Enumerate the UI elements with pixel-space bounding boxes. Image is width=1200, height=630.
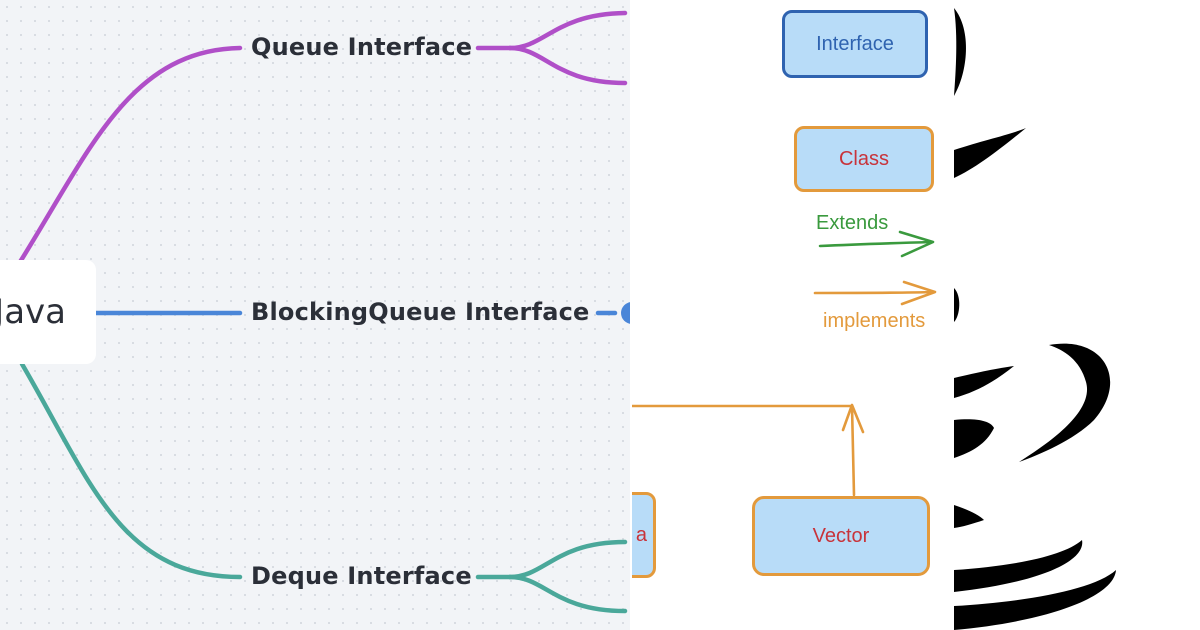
- java-logo-cup-rim: [954, 366, 1014, 398]
- mind-map-root-node[interactable]: Java: [0, 260, 96, 364]
- legend-implements-label: implements: [823, 310, 926, 332]
- vector-class-box: Vector: [752, 496, 930, 576]
- legend-interface-label: Interface: [816, 32, 894, 55]
- queue-branch-line: [17, 45, 243, 265]
- legend-interface-box: Interface: [782, 10, 928, 78]
- java-logo-saucer-upper: [954, 505, 984, 528]
- legend-class-label: Class: [838, 147, 889, 170]
- partial-class-box: a: [632, 492, 656, 578]
- legend-arrows: [632, 230, 937, 497]
- root-node-label: Java: [0, 292, 66, 332]
- java-logo-saucer-lower: [954, 570, 1116, 630]
- blocking-collapse-node[interactable]: [621, 302, 630, 324]
- mind-map-connectors: [17, 10, 630, 614]
- partial-class-label: a: [635, 523, 647, 546]
- mind-map-panel: Java Queue Interface BlockingQueue Inter…: [0, 0, 630, 630]
- deque-branch-line: [19, 361, 243, 580]
- java-logo-flame-swoosh: [954, 128, 1026, 178]
- deque-subbranch-lower: [507, 574, 628, 614]
- extends-arrow-line: [818, 240, 934, 248]
- legend-class-box: Class: [794, 126, 934, 192]
- vector-class-label: Vector: [812, 524, 870, 547]
- deque-subbranch-upper: [507, 539, 628, 580]
- queue-subbranch-lower: [507, 45, 628, 86]
- java-logo-flame-top: [954, 8, 967, 96]
- java-logo-icon: [954, 8, 1116, 630]
- blockingqueue-interface-node[interactable]: BlockingQueue Interface: [251, 298, 590, 326]
- deque-interface-node[interactable]: Deque Interface: [251, 562, 472, 590]
- java-logo-cup-handle: [1019, 343, 1111, 462]
- vector-implements-line: [632, 404, 856, 497]
- legend-extends-label: Extends: [816, 212, 889, 234]
- vector-implements-arrowhead: [841, 403, 865, 434]
- implements-arrow-line: [813, 290, 936, 295]
- java-logo-panel: [954, 0, 1200, 630]
- queue-subbranch-upper: [507, 10, 628, 51]
- java-logo-flame-small: [954, 288, 960, 322]
- uml-legend-panel: Interface Class Extends implements a Vec…: [632, 0, 954, 630]
- java-logo-cup-body: [954, 419, 994, 458]
- queue-interface-node[interactable]: Queue Interface: [251, 33, 473, 61]
- extends-arrow-head: [898, 230, 935, 258]
- implements-arrow-head: [900, 280, 937, 306]
- java-logo-saucer-middle: [954, 540, 1083, 592]
